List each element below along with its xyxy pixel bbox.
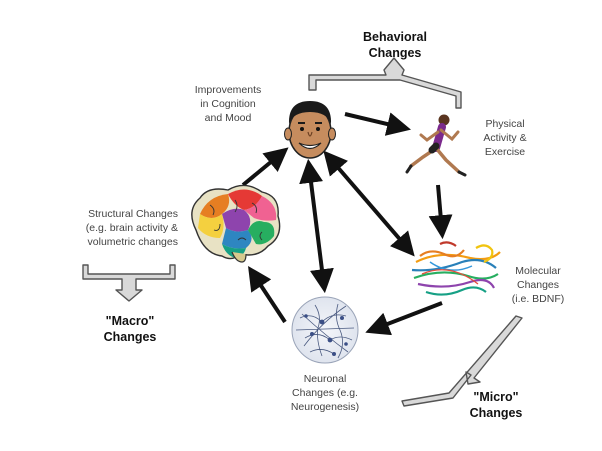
- molecular-line-1: Molecular: [515, 265, 561, 277]
- neuronal-line-3: Neurogenesis): [290, 401, 360, 413]
- macro-bracket: [82, 264, 176, 302]
- structural-line-3: volumetric changes: [87, 236, 178, 248]
- physical-line-2: Activity &: [483, 132, 527, 144]
- arrow-face-neurons-bidirectional: [299, 158, 334, 294]
- protein-ribbon-icon: [411, 241, 501, 296]
- micro-line-1: "Micro": [473, 390, 519, 404]
- macro-line-1: "Macro": [105, 314, 155, 328]
- arrow-face-to-runner: [344, 112, 412, 136]
- improvements-label: Improvements in Cognition and Mood: [178, 83, 278, 125]
- behavioral-line-1: Behavioral: [363, 30, 427, 44]
- macro-changes-label: "Macro" Changes: [90, 313, 170, 345]
- arrow-face-protein-bidirectional: [323, 150, 415, 257]
- neuronal-line-2: Changes (e.g.: [292, 387, 358, 399]
- improvements-line-2: in Cognition: [200, 98, 256, 110]
- structural-changes-label: Structural Changes (e.g. brain activity …: [56, 207, 178, 249]
- behavioral-changes-label: Behavioral Changes: [350, 29, 440, 61]
- physical-line-3: Exercise: [484, 146, 526, 158]
- physical-activity-label: Physical Activity & Exercise: [470, 117, 540, 159]
- arrow-brain-to-face: [241, 147, 289, 187]
- arrow-runner-to-protein: [428, 184, 453, 240]
- arrow-protein-to-neurons: [365, 301, 443, 336]
- improvements-line-1: Improvements: [194, 84, 262, 96]
- macro-line-2: Changes: [103, 330, 157, 344]
- behavioral-line-2: Changes: [368, 46, 422, 60]
- colored-brain-icon: [191, 184, 281, 263]
- molecular-changes-label: Molecular Changes (i.e. BDNF): [498, 264, 578, 306]
- molecular-line-3: (i.e. BDNF): [511, 293, 565, 305]
- micro-line-2: Changes: [469, 406, 523, 420]
- molecular-line-2: Changes: [516, 279, 560, 291]
- neuronal-line-1: Neuronal: [303, 373, 347, 385]
- arrow-neurons-to-brain: [248, 265, 287, 324]
- behavioral-bracket: [308, 57, 462, 109]
- neuronal-changes-label: Neuronal Changes (e.g. Neurogenesis): [280, 372, 370, 414]
- structural-line-2: (e.g. brain activity &: [85, 222, 178, 234]
- runner-icon: [405, 114, 467, 177]
- physical-line-1: Physical: [485, 118, 525, 130]
- structural-line-1: Structural Changes: [88, 208, 178, 220]
- smiling-face-icon: [284, 101, 336, 159]
- micro-changes-label: "Micro" Changes: [456, 389, 536, 421]
- neuron-network-icon: [291, 296, 359, 364]
- micro-bracket: [401, 315, 523, 407]
- improvements-line-3: and Mood: [204, 112, 252, 124]
